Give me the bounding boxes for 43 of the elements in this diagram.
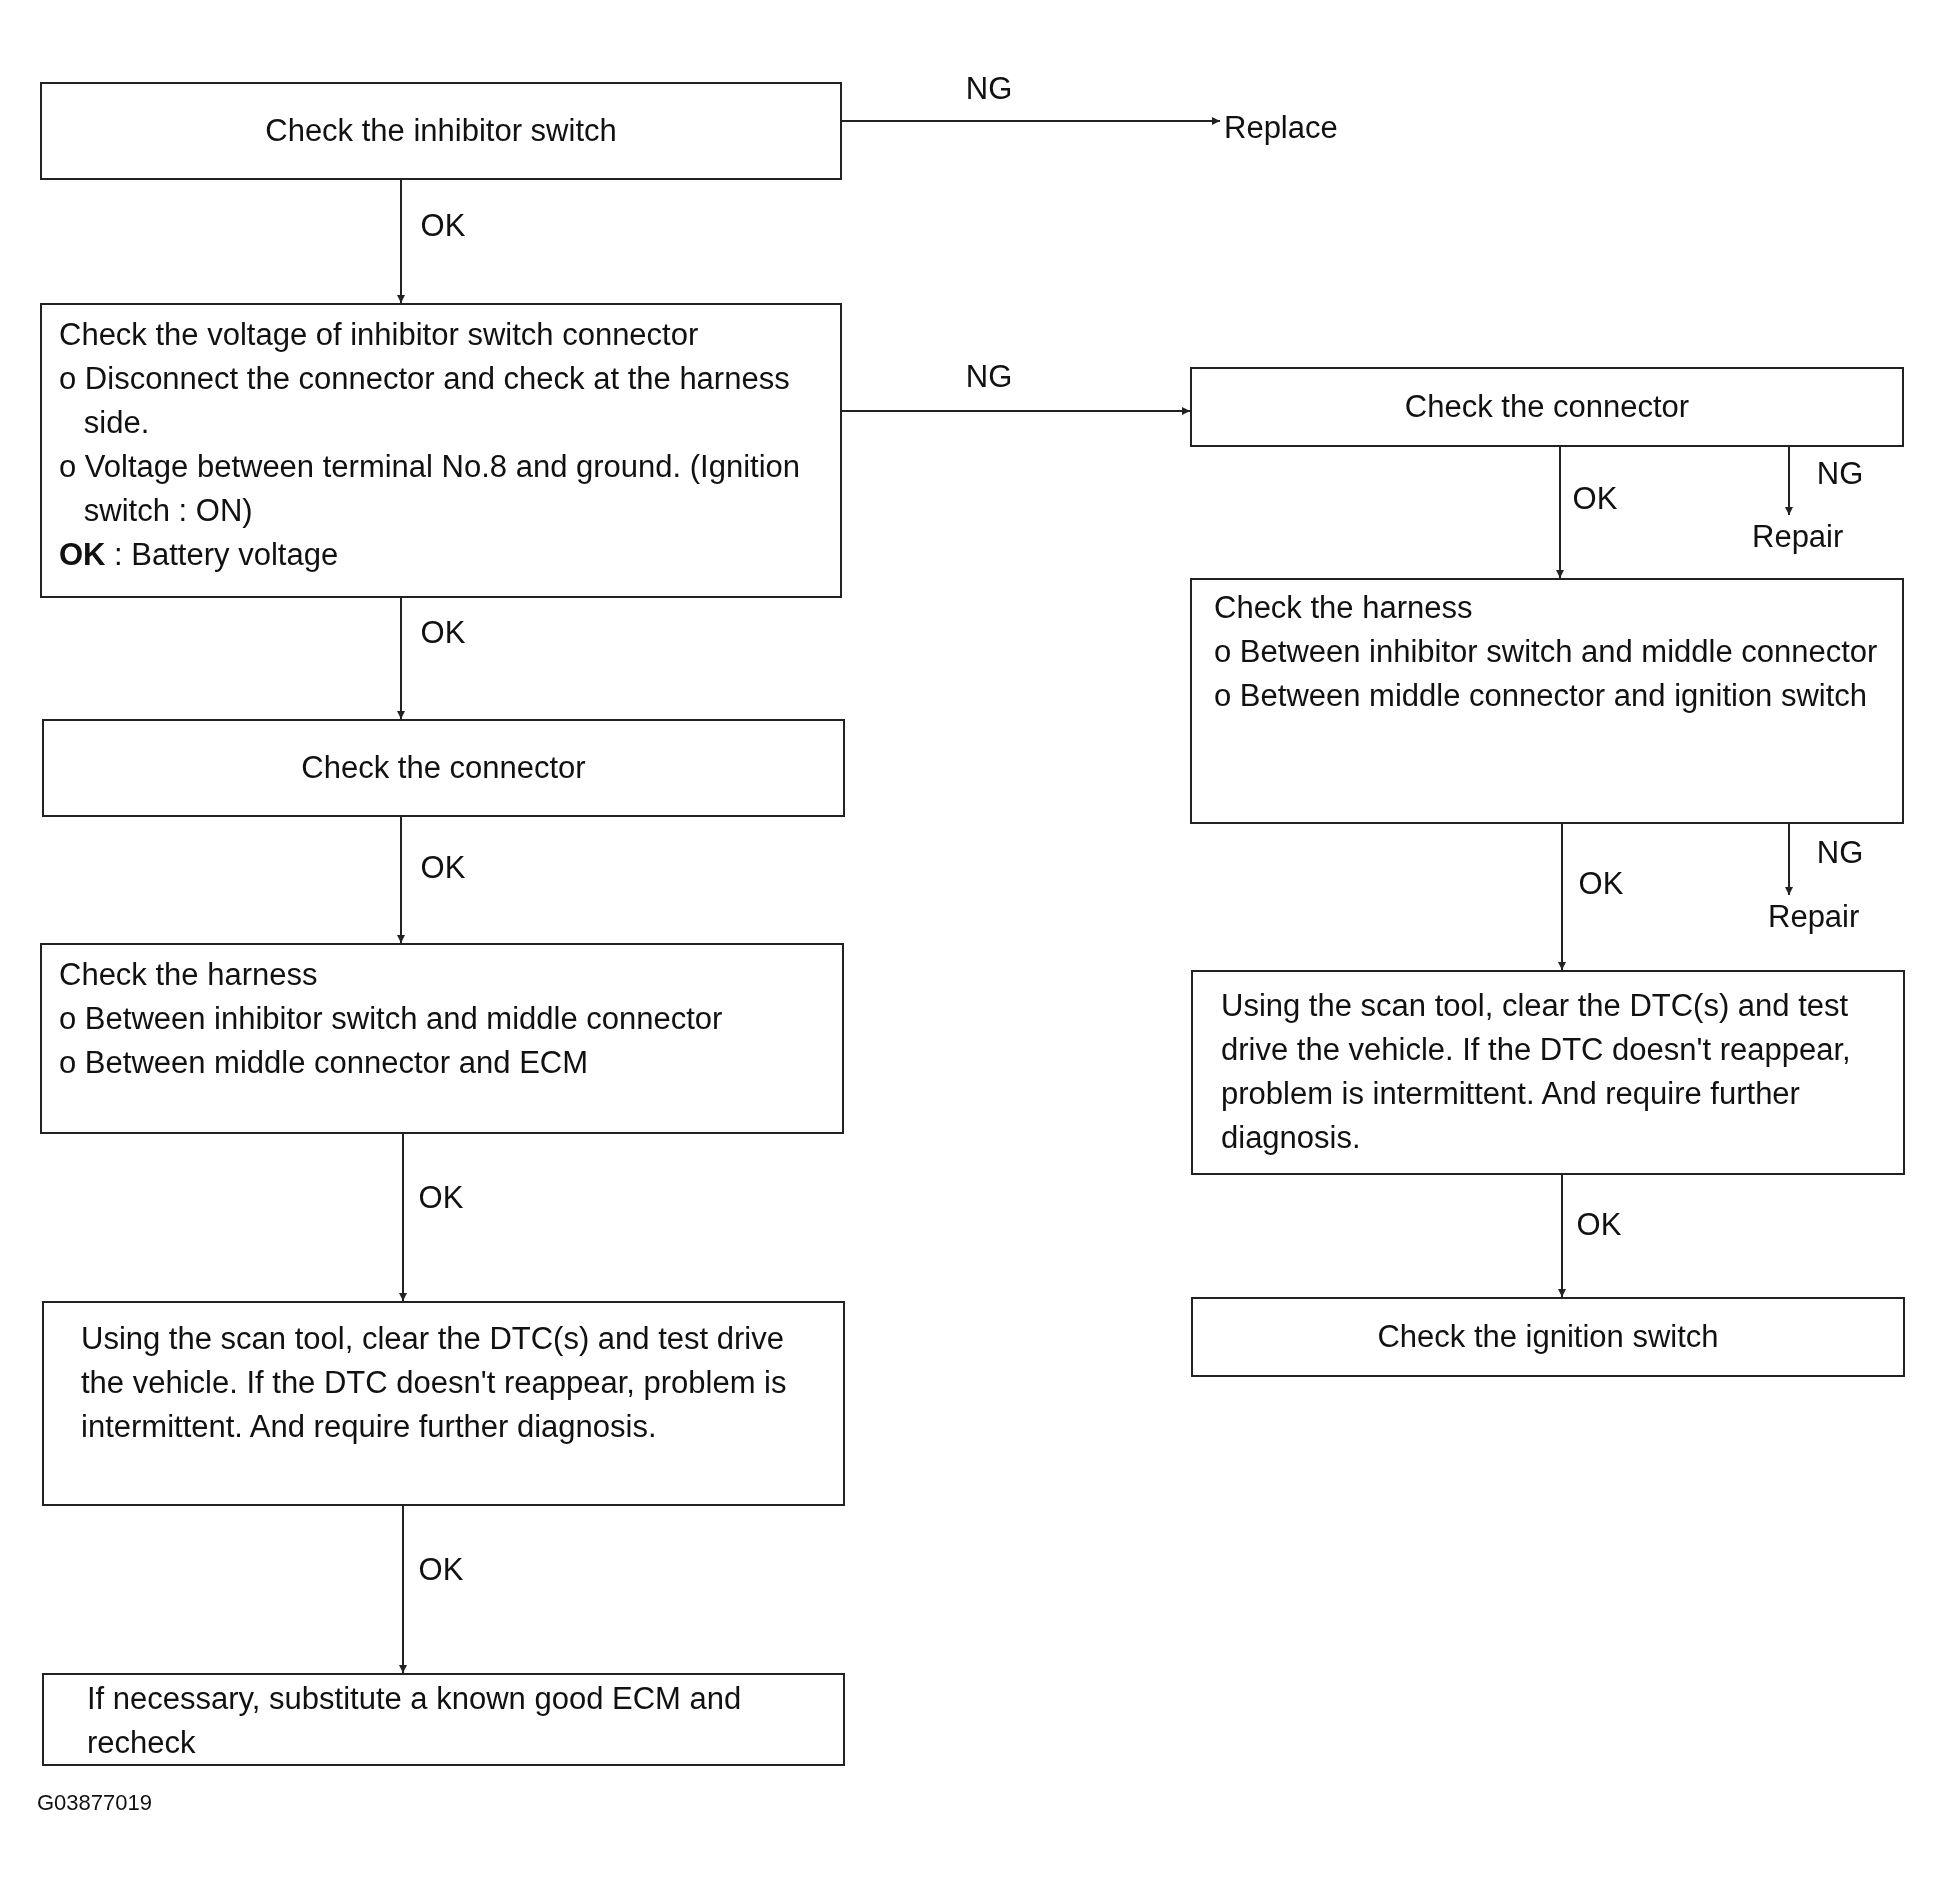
process-box [42, 1673, 845, 1766]
box-text: Check the inhibitor switch [265, 112, 617, 150]
arrow [1785, 823, 1793, 896]
box-text: o Disconnect the connector and check at the harness side. [59, 360, 791, 442]
arrow [1785, 446, 1793, 516]
box-text: Check the connector [1404, 388, 1690, 426]
box-text: Check the connector [301, 749, 586, 787]
arrow [399, 1133, 407, 1302]
figure-code: G03877019 [37, 1790, 152, 1816]
process-box [42, 719, 845, 817]
arrow [397, 179, 405, 304]
arrow [399, 1505, 407, 1674]
process-box [1191, 970, 1905, 1175]
box-text: o Between middle connector and ECM [59, 1044, 589, 1082]
process-box [40, 303, 842, 598]
box-text: Check the harness [59, 956, 319, 994]
box-text: o Between middle connector and ignition switch [1214, 677, 1869, 715]
box-text: o Voltage between terminal No.8 and ground. (Ignition switch : ON) [59, 448, 802, 530]
process-box [40, 943, 844, 1134]
action-text: Repair [1748, 515, 1878, 563]
process-box [1190, 367, 1904, 447]
process-box [1190, 578, 1904, 824]
box-text: Check the voltage of inhibitor switch connector [59, 316, 700, 354]
box-text: Using the scan tool, clear the DTC(s) and test drive the vehicle. If the DTC doesn't reappear, problem is intermittent. And require further diagnosis. [1221, 987, 1852, 1157]
box-text: Using the scan tool, clear the DTC(s) and test drive the vehicle. If the DTC doesn't reappear, problem is intermittent. And require further diagnosis. [81, 1320, 788, 1446]
box-text: OK : Battery voltage [59, 536, 340, 574]
arrow [1556, 446, 1564, 579]
box-text: If necessary, substitute a known good ECM and recheck [87, 1680, 743, 1762]
arrow [841, 117, 1221, 125]
process-box [40, 82, 842, 180]
arrow [1558, 823, 1566, 971]
box-text: o Between inhibitor switch and middle connector [59, 1000, 724, 1038]
process-box [42, 1301, 845, 1506]
box-text: Check the ignition switch [1377, 1318, 1719, 1356]
arrow [1558, 1174, 1566, 1298]
arrow [841, 407, 1191, 415]
arrow [397, 597, 405, 720]
action-text: Replace [1220, 106, 1370, 154]
box-text: Check the harness [1214, 589, 1474, 627]
action-text: Repair [1764, 895, 1894, 943]
arrow [397, 816, 405, 944]
process-box [1191, 1297, 1905, 1377]
box-text: o Between inhibitor switch and middle connector [1214, 633, 1879, 671]
